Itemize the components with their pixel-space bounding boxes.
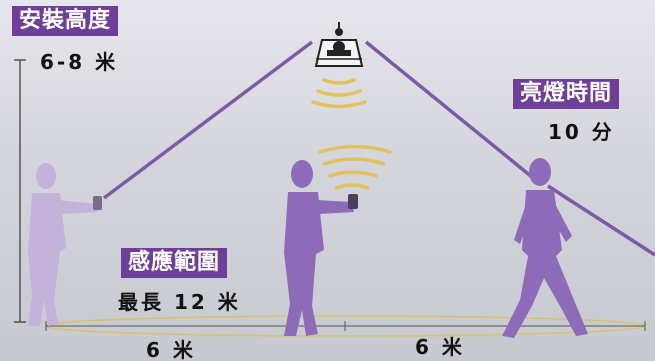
motion-sensor-lamp-icon	[314, 22, 364, 67]
sensing-range-title: 感應範圍	[121, 248, 228, 278]
beam-left-line	[102, 40, 314, 200]
distance-right-label: 6 米	[415, 335, 465, 359]
beam-right-extension-line	[547, 184, 655, 257]
lighting-time-value: 10 分	[548, 120, 615, 144]
sensing-range-value: 最長 12 米	[118, 290, 241, 314]
person-middle-figure	[284, 160, 358, 336]
install-height-title: 安裝高度	[12, 6, 119, 36]
person-left-figure	[28, 163, 102, 326]
hand-signal-wave-icon	[318, 144, 392, 190]
person-right-figure	[502, 158, 588, 338]
beam-right-line	[364, 40, 534, 179]
signal-wave-icon	[311, 78, 367, 109]
install-height-value: 6-8 米	[40, 50, 119, 74]
distance-left-label: 6 米	[146, 338, 196, 361]
lighting-time-title: 亮燈時間	[513, 79, 620, 109]
